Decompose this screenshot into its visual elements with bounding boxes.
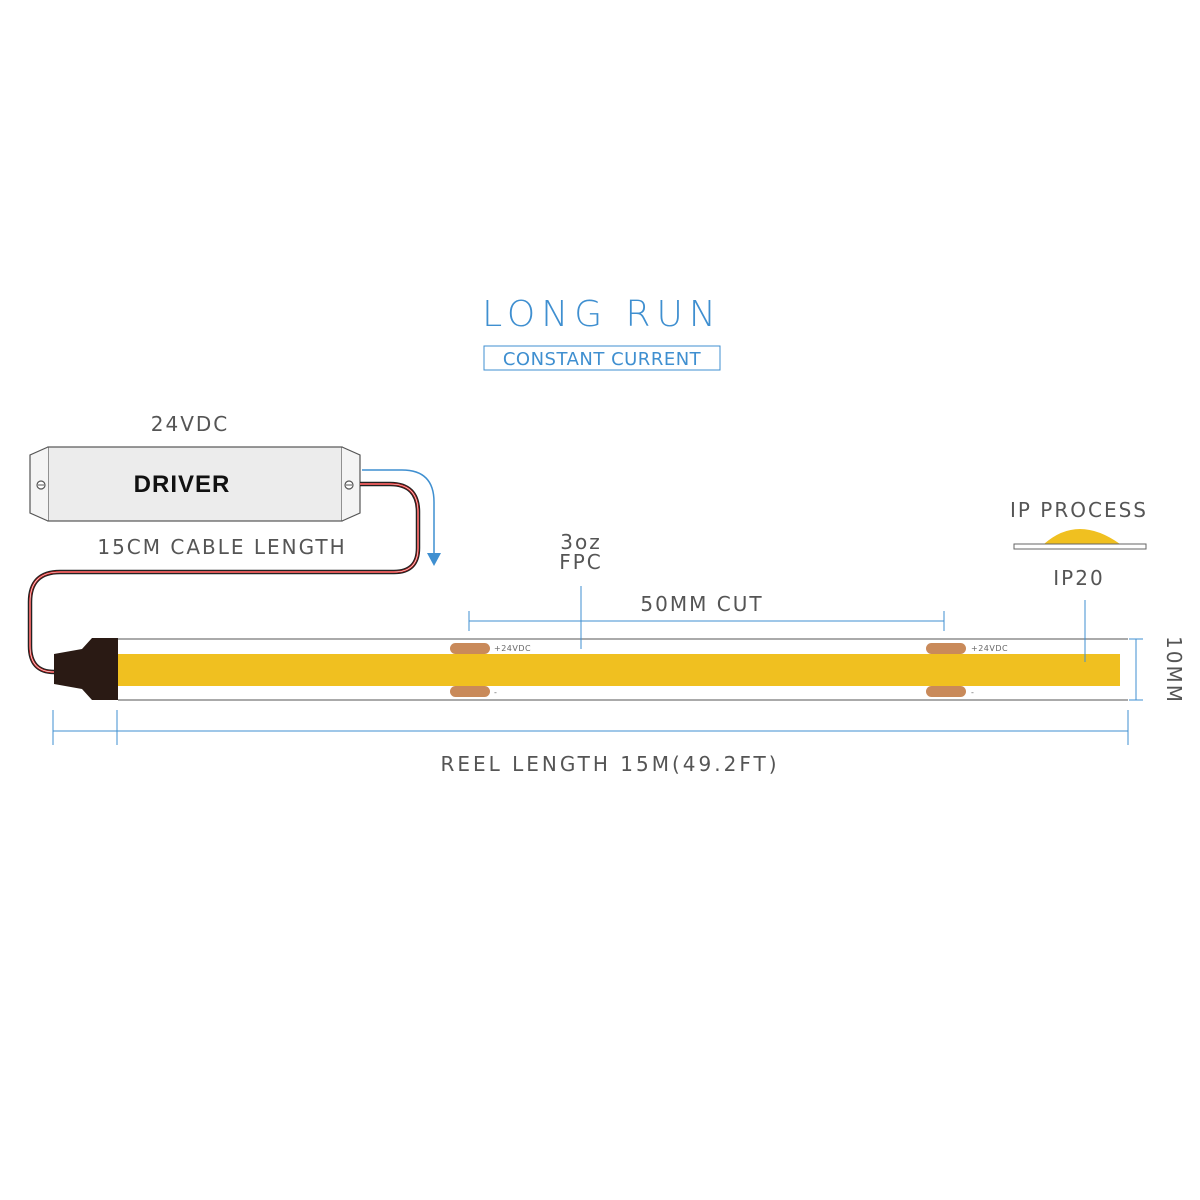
cut-length-label: 50MM CUT [640,592,763,616]
led-strip [118,638,1128,701]
driver-box [29,446,361,522]
pad-label-positive-right: +24VDC [971,644,1008,653]
solder-pad-negative-left [450,686,490,697]
driver-name: DRIVER [134,471,231,498]
pad-label-negative-right: - [971,688,974,697]
reel-dimension-line [52,710,1129,745]
subtitle-frame [483,345,721,371]
cut-dimension-line [468,611,945,631]
pad-label-negative-left: - [494,688,497,697]
driver-cable [27,481,421,675]
solder-pad-negative-right [926,686,966,697]
cable-length-label: 15CM CABLE LENGTH [97,535,346,559]
strip-connector [54,638,118,700]
diagram-title: LONG RUN [482,294,722,335]
fpc-label-line1: 3oz [560,530,601,554]
direction-arrow-icon [362,469,441,566]
pad-label-positive-left: +24VDC [494,644,531,653]
width-dimension-line [1129,638,1143,701]
fpc-label-line2: FPC [559,550,603,574]
solder-pad-positive-right [926,643,966,654]
ip-process-title: IP PROCESS [1010,498,1148,522]
led-cob-band [118,654,1120,686]
ip-rating-label: IP20 [1053,566,1104,590]
reel-length-label: REEL LENGTH 15M(49.2FT) [440,752,779,776]
ip-process-icon [1013,529,1147,550]
width-label: 10MM [1162,636,1186,704]
diagram-subtitle: CONSTANT CURRENT [503,349,702,370]
solder-pad-positive-left [450,643,490,654]
driver-voltage-label: 24VDC [151,412,230,436]
